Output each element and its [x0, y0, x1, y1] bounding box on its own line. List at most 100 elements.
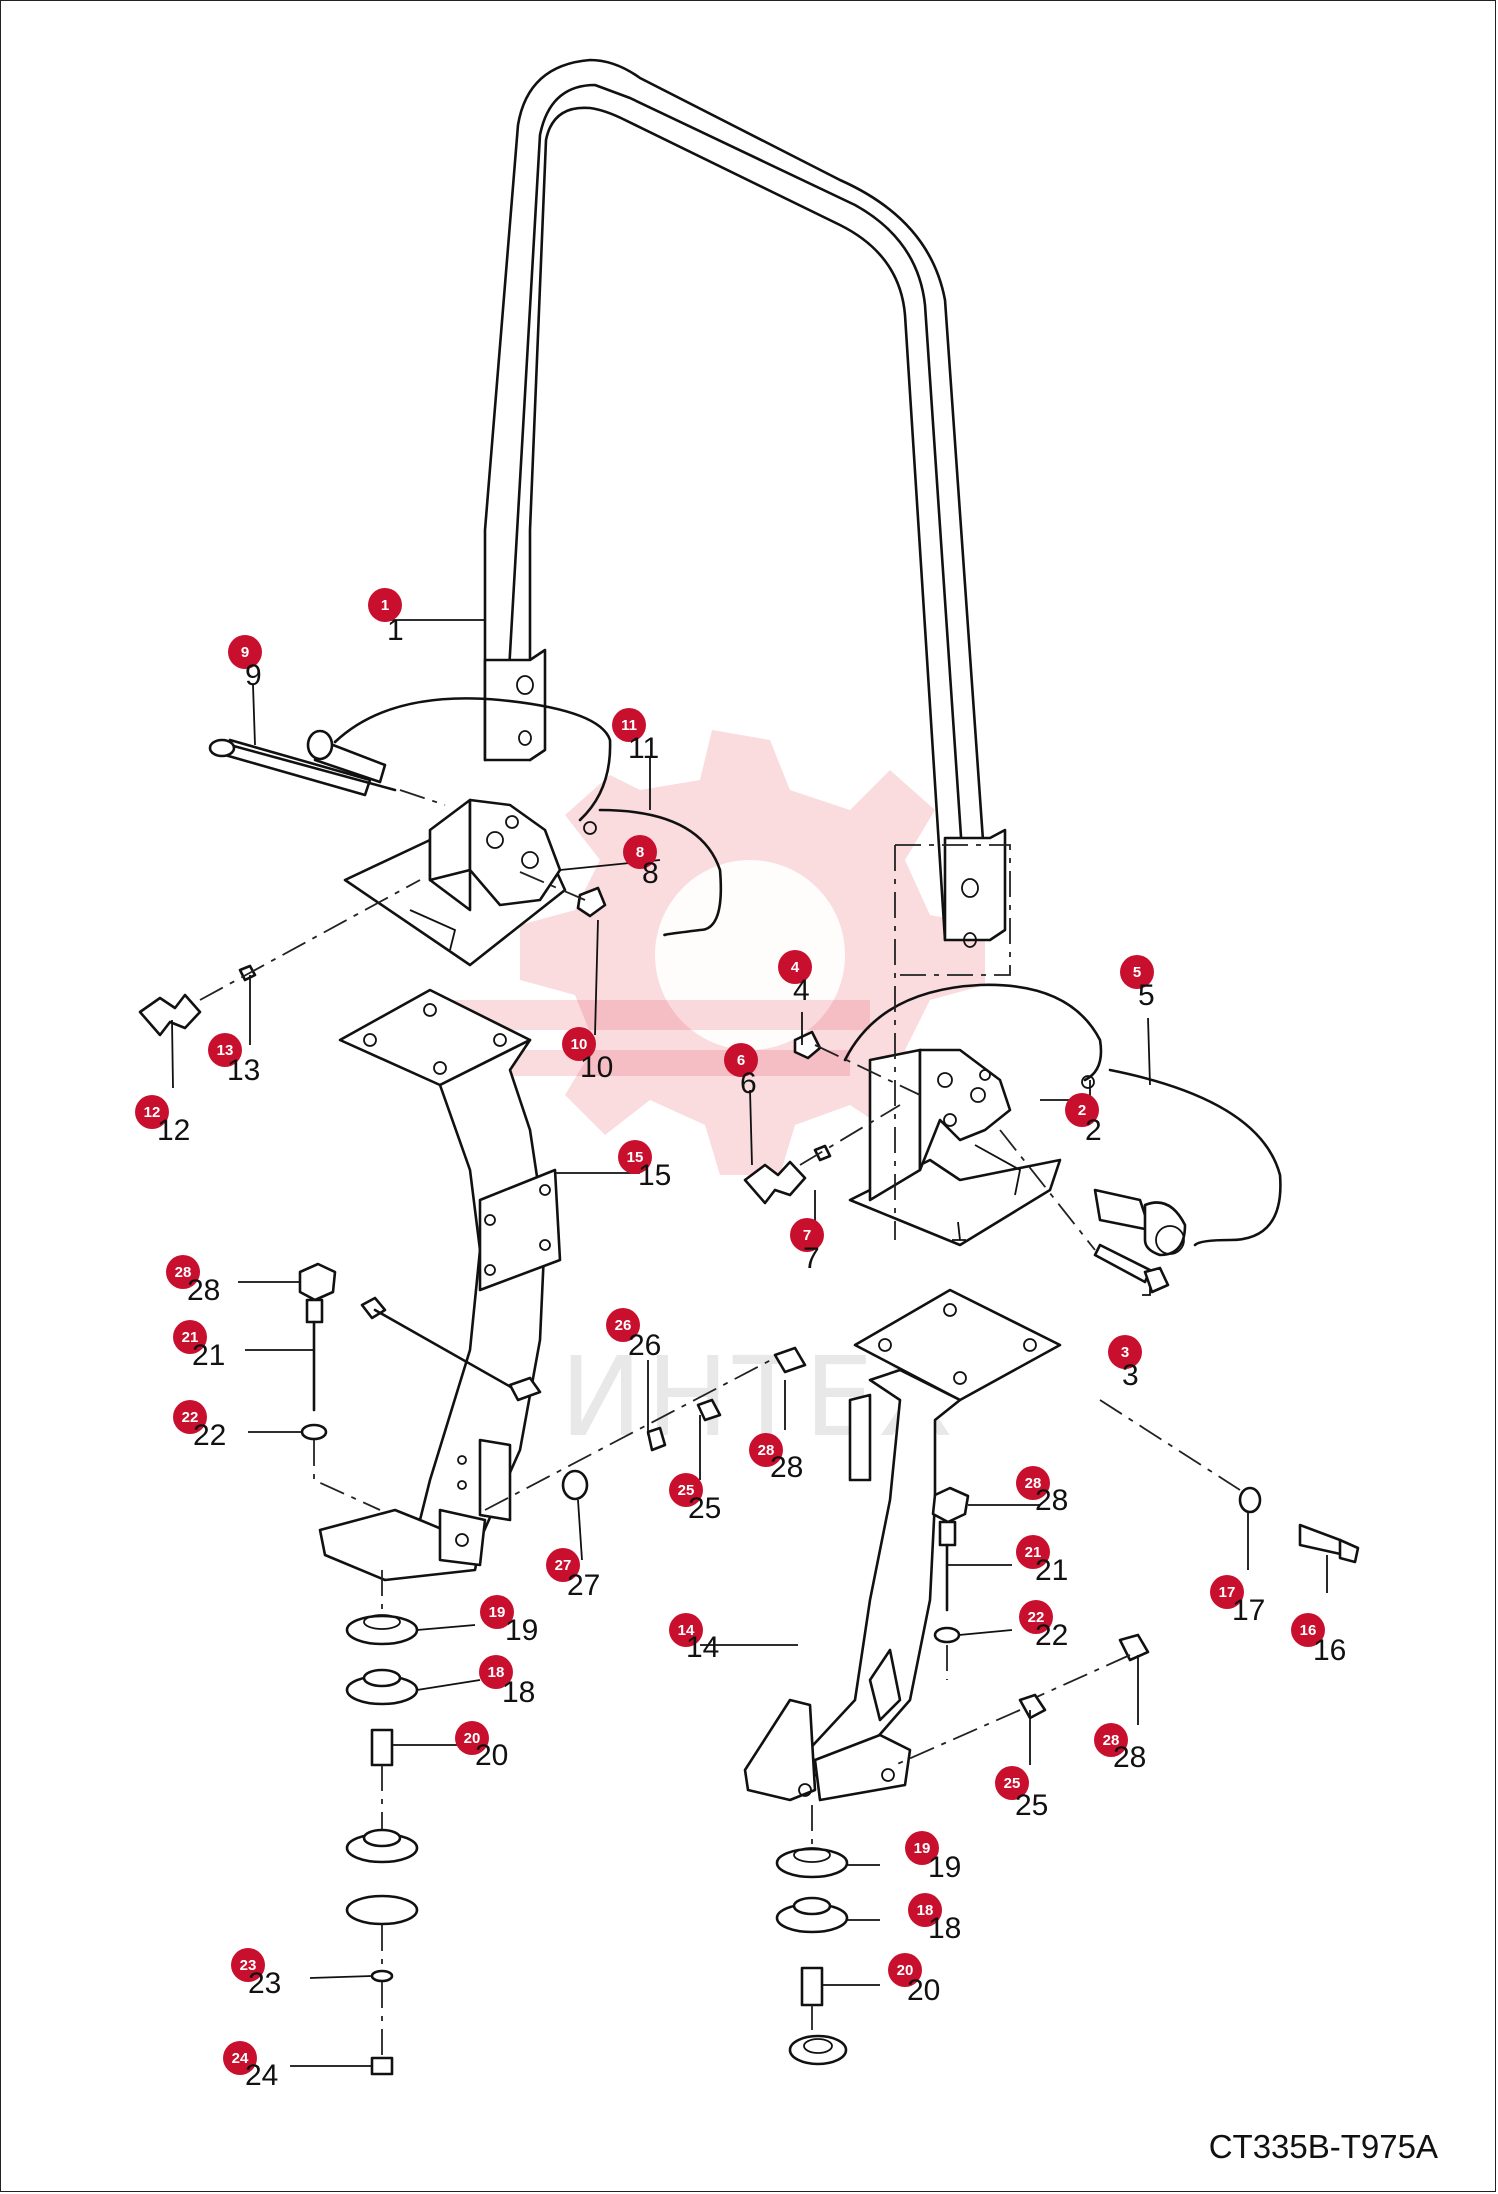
part-left-mounts: [345, 1570, 419, 2076]
svg-text:11: 11: [628, 732, 659, 765]
svg-text:5: 5: [1138, 979, 1155, 1012]
svg-text:18: 18: [917, 1902, 934, 1919]
callout-7: 77: [790, 1218, 824, 1275]
svg-text:18: 18: [502, 1676, 535, 1709]
svg-text:3: 3: [1121, 1344, 1129, 1361]
svg-text:12: 12: [157, 1114, 190, 1147]
svg-text:15: 15: [627, 1149, 644, 1166]
svg-text:21: 21: [192, 1339, 225, 1372]
svg-text:4: 4: [791, 959, 800, 976]
svg-text:19: 19: [505, 1614, 538, 1647]
part-right-knob: [743, 1104, 901, 1205]
svg-text:9: 9: [245, 659, 262, 692]
svg-text:17: 17: [1232, 1594, 1265, 1627]
svg-text:11: 11: [621, 717, 637, 734]
svg-text:18: 18: [488, 1664, 505, 1681]
svg-text:20: 20: [907, 1974, 940, 2007]
part-right-pin: [1093, 1188, 1187, 1257]
part-left-pin: [208, 738, 397, 797]
part-right-bracket: [848, 1048, 1062, 1247]
svg-text:18: 18: [928, 1912, 961, 1945]
svg-text:13: 13: [217, 1042, 234, 1059]
svg-text:1: 1: [387, 614, 404, 647]
svg-text:22: 22: [1028, 1609, 1045, 1626]
svg-text:25: 25: [678, 1482, 695, 1499]
svg-text:25: 25: [1015, 1789, 1048, 1822]
svg-text:10: 10: [571, 1036, 588, 1053]
svg-text:28: 28: [758, 1442, 775, 1459]
svg-text:6: 6: [737, 1052, 745, 1069]
svg-text:22: 22: [1035, 1619, 1068, 1652]
svg-text:25: 25: [688, 1492, 721, 1525]
svg-text:28: 28: [1025, 1475, 1042, 1492]
svg-text:28: 28: [175, 1264, 192, 1281]
svg-text:7: 7: [803, 1227, 811, 1244]
svg-text:10: 10: [580, 1051, 613, 1084]
svg-text:27: 27: [555, 1557, 572, 1574]
part-right-lanyard: [843, 983, 1282, 1247]
part-roll-bar: [483, 58, 1007, 948]
svg-text:16: 16: [1313, 1634, 1346, 1667]
callout-4: 44: [778, 950, 812, 1007]
svg-text:21: 21: [1025, 1544, 1042, 1561]
svg-text:5: 5: [1133, 964, 1141, 981]
svg-text:21: 21: [182, 1329, 199, 1346]
svg-text:20: 20: [897, 1962, 914, 1979]
svg-text:21: 21: [1035, 1554, 1068, 1587]
callout-9: 99: [228, 635, 262, 692]
svg-text:4: 4: [793, 974, 810, 1007]
part-left-nut: [519, 871, 607, 918]
svg-text:9: 9: [241, 644, 249, 661]
part-right-bolt: [999, 1129, 1170, 1294]
svg-text:20: 20: [475, 1739, 508, 1772]
svg-text:23: 23: [240, 1957, 257, 1974]
svg-text:19: 19: [489, 1604, 506, 1621]
svg-text:1: 1: [381, 597, 389, 614]
drawing-code: CT335B-T975A: [1208, 2128, 1438, 2165]
svg-text:19: 19: [914, 1840, 931, 1857]
svg-text:12: 12: [144, 1104, 161, 1121]
svg-text:2: 2: [1085, 1114, 1102, 1147]
svg-text:7: 7: [803, 1242, 820, 1275]
svg-text:28: 28: [1035, 1484, 1068, 1517]
part-left-bracket: [343, 798, 567, 967]
svg-text:17: 17: [1219, 1584, 1236, 1601]
callout-3: 33: [1108, 1335, 1142, 1392]
part-left-support: [318, 988, 562, 1582]
svg-text:14: 14: [686, 1631, 719, 1664]
part-left-knob: [138, 879, 421, 1037]
svg-text:28: 28: [1113, 1741, 1146, 1774]
svg-text:24: 24: [245, 2059, 278, 2092]
callout-6: 66: [724, 1043, 758, 1100]
svg-text:3: 3: [1122, 1359, 1139, 1392]
svg-text:25: 25: [1004, 1775, 1021, 1792]
svg-text:23: 23: [248, 1967, 281, 2000]
svg-text:28: 28: [770, 1451, 803, 1484]
part-right-hardware: [894, 1399, 1360, 1766]
svg-text:6: 6: [740, 1067, 757, 1100]
callout-5: 55: [1120, 955, 1155, 1012]
part-right-mounts: [775, 1805, 849, 2066]
part-right-support: [743, 1288, 1062, 1802]
